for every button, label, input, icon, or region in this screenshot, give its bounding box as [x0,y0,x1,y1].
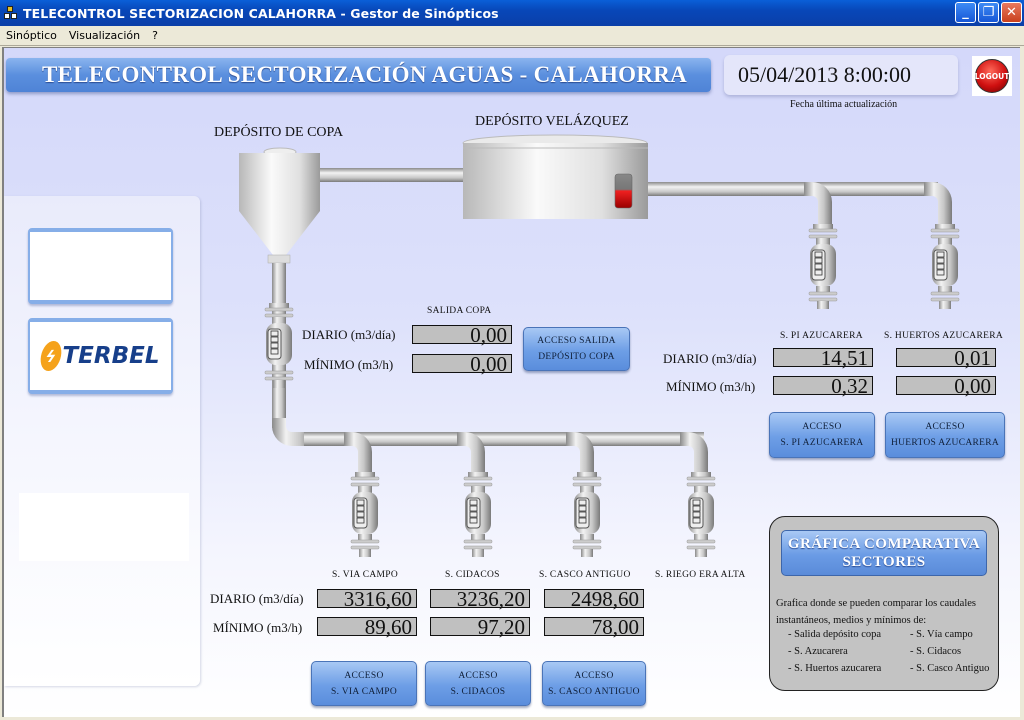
copa-tank [239,147,320,264]
lightning-bolt-icon: ϟ [38,341,65,371]
page-title: TELECONTROL SECTORIZACIÓN AGUAS - CALAHO… [6,58,711,92]
logout-button[interactable]: LOGOUT [972,56,1012,96]
salida-copa-diario-value: 0,00 [412,325,512,346]
window-titlebar: TELECONTROL SECTORIZACION CALAHORRA - Ge… [0,0,1024,26]
casco-antiguo-title: S. CASCO ANTIGUO [539,570,631,580]
menu-sinoptico[interactable]: Sinóptico [6,29,57,42]
azucarera-diario-label: DIARIO (m3/día) [663,351,757,366]
azucarera-minimo-label: MÍNIMO (m3/h) [666,379,756,394]
label-deposito-velazquez: DEPÓSITO VELÁZQUEZ [475,114,629,129]
acceso-casco-antiguo-button[interactable]: ACCESO S. CASCO ANTIGUO [542,661,646,706]
via-campo-title: S. VIA CAMPO [332,570,398,580]
grafica-item: - S. Azucarera [788,646,848,657]
via-campo-minimo-value: 89,60 [317,617,417,638]
salida-copa-minimo-label: MÍNIMO (m3/h) [304,357,394,372]
terbel-logo: ϟ TERBEL [38,341,160,371]
casco-antiguo-minimo-value: 78,00 [544,617,644,638]
flow-meter-via-campo [350,471,380,558]
grafica-item: - S. Vía campo [910,629,973,640]
blank-logo-box [28,228,173,304]
minimize-button[interactable]: _ [955,2,976,23]
blank-panel [19,493,189,561]
flow-meter-pi-azucarera [808,223,838,310]
restore-button[interactable]: ❐ [978,2,999,23]
sectores-minimo-label: MÍNIMO (m3/h) [213,620,303,635]
acceso-cidacos-button[interactable]: ACCESO S. CIDACOS [425,661,531,706]
velazquez-tank [462,134,648,219]
cidacos-diario-value: 3236,20 [430,589,530,610]
grafica-comparativa-button[interactable]: GRÁFICA COMPARATIVA SECTORES [781,530,987,576]
pi-azucarera-title: S. PI AZUCARERA [780,331,863,341]
grafica-item: - S. Casco Antiguo [910,663,990,674]
sectores-diario-label: DIARIO (m3/día) [210,591,304,606]
casco-antiguo-diario-value: 2498,60 [544,589,644,610]
acceso-pi-azucarera-button[interactable]: ACCESO S. PI AZUCARERA [769,412,875,458]
flow-meter-cidacos [463,471,493,558]
cidacos-minimo-value: 97,20 [430,617,530,638]
app-icon [3,5,19,21]
tank-level-indicator [614,173,633,209]
last-update-caption: Fecha última actualización [790,99,898,110]
acceso-via-campo-button[interactable]: ACCESO S. VIA CAMPO [311,661,417,706]
huertos-azucarera-diario-value: 0,01 [896,348,996,369]
grafica-description: Grafica donde se pueden comparar los cau… [776,598,976,626]
label-deposito-copa: DEPÓSITO DE COPA [214,125,344,140]
flow-meter-huertos-azucarera [930,223,960,310]
salida-copa-title: SALIDA COPA [427,306,492,316]
grafica-comparativa-panel: GRÁFICA COMPARATIVA SECTORES Grafica don… [769,516,999,691]
synoptic-canvas: TELECONTROL SECTORIZACIÓN AGUAS - CALAHO… [2,47,1020,717]
grafica-item: - S. Huertos azucarera [788,663,882,674]
via-campo-diario-value: 3316,60 [317,589,417,610]
flow-meter-casco-antiguo [572,471,602,558]
window-title: TELECONTROL SECTORIZACION CALAHORRA - Ge… [23,5,499,21]
grafica-item: - S. Cidacos [910,646,962,657]
last-update-datetime: 05/04/2013 8:00:00 [724,55,958,95]
cidacos-title: S. CIDACOS [445,570,500,580]
menu-visualizacion[interactable]: Visualización [68,29,141,42]
grafica-item: - Salida depósito copa [788,629,882,640]
huertos-azucarera-minimo-value: 0,00 [896,376,996,397]
huertos-azucarera-title: S. HUERTOS AZUCARERA [884,331,1004,341]
logout-icon: LOGOUT [975,59,1009,93]
terbel-logo-box: ϟ TERBEL [28,318,173,394]
menu-help[interactable]: ? [152,29,158,42]
pi-azucarera-diario-value: 14,51 [773,348,873,369]
flow-meter-riego-era-alta [686,471,716,558]
riego-era-alta-title: S. RIEGO ERA ALTA [655,570,746,580]
pi-azucarera-minimo-value: 0,32 [773,376,873,397]
close-button[interactable]: ✕ [1001,2,1022,23]
pipe-copa-velazquez [320,168,465,182]
salida-copa-diario-label: DIARIO (m3/día) [302,327,396,342]
menubar: Sinóptico Visualización ? [0,26,1024,46]
acceso-huertos-azucarera-button[interactable]: ACCESO HUERTOS AZUCARERA [885,412,1005,458]
salida-copa-minimo-value: 0,00 [412,354,512,375]
pipe-diagram [239,134,960,558]
acceso-salida-copa-button[interactable]: ACCESO SALIDA DEPÓSITO COPA [523,327,630,371]
